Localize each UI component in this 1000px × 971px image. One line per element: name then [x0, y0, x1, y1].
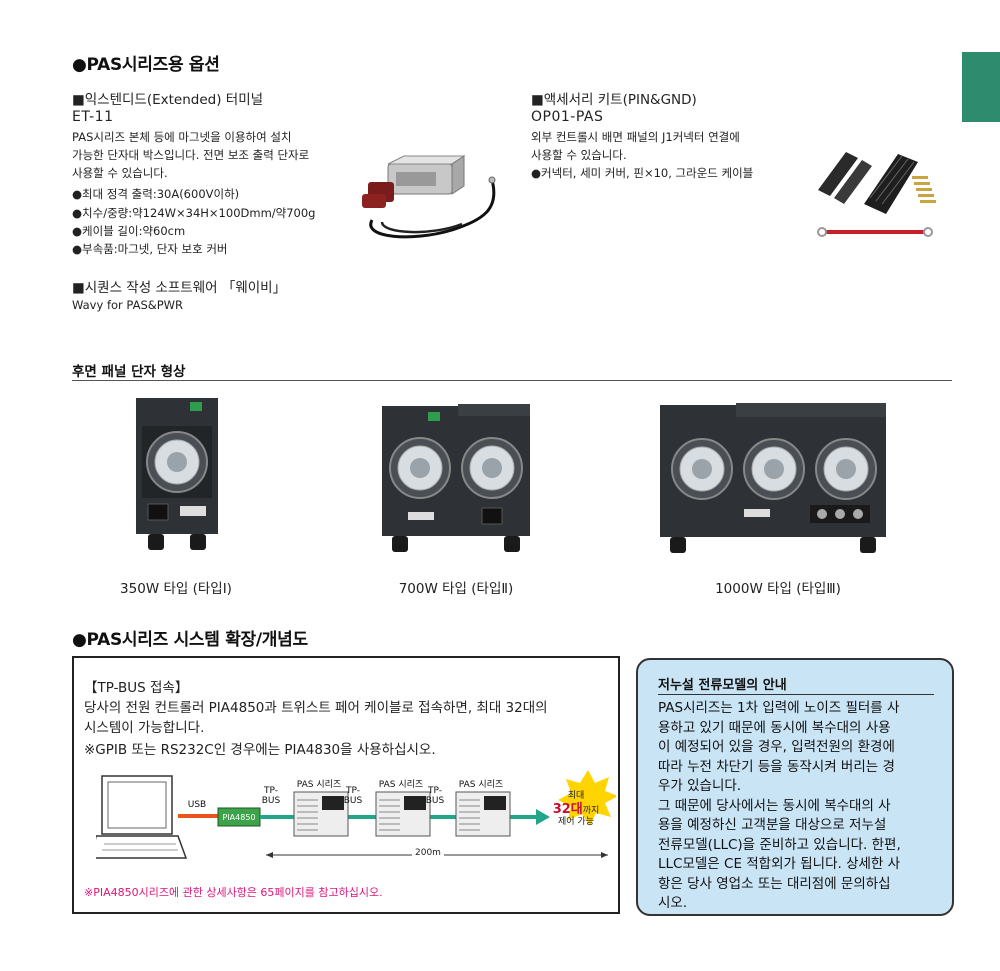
rear-panel-350w-image	[136, 398, 218, 550]
usb-label: USB	[187, 800, 207, 810]
et-bullet: ●케이블 길이:약60cm	[72, 224, 186, 238]
leakage-text: PAS시리즈는 1차 입력에 노이즈 필터를 사 용하고 있기 때문에 동시에 …	[658, 700, 901, 911]
et-desc-2: 가능한 단자대 박스입니다. 전면 보조 출력 단자로	[72, 148, 310, 162]
pia4850-label: PIA4850	[222, 813, 256, 822]
software-heading: ■시퀀스 작성 소프트웨어 「웨이비」	[72, 280, 287, 296]
et11-product-image	[362, 155, 496, 239]
et-bullet: ●최대 정격 출력:30A(600V이하)	[72, 187, 240, 201]
tp-bus-line-2: 시스템이 가능합니다.	[84, 720, 205, 736]
et-bullet: ●부속품:마그넷, 단자 보호 커버	[72, 242, 228, 256]
caption-1000w: 1000W 타입 (타입Ⅲ)	[715, 581, 841, 597]
leakage-current-box: 저누설 전류모델의 안내 PAS시리즈는 1차 입력에 노이즈 필터를 사 용하…	[636, 658, 954, 916]
et-heading: ■익스텐디드(Extended) 터미널	[72, 92, 264, 108]
tp-bus-heading: 【TP-BUS 접속】	[84, 680, 189, 696]
tp-bus-line-1: 당사의 전원 컨트롤러 PIA4850과 트위스트 페어 케이블로 접속하면, …	[84, 700, 548, 716]
et-desc-1: PAS시리즈 본체 등에 마그넷을 이용하여 설치	[72, 130, 292, 144]
rear-panel-700w-image	[382, 404, 530, 552]
leakage-title: 저누설 전류모델의 안내	[658, 678, 787, 693]
tp-bus-label: TP- BUS	[425, 786, 445, 806]
caption-350w: 350W 타입 (타입Ⅰ)	[120, 581, 232, 597]
tp-bus-box: 【TP-BUS 접속】 당사의 전원 컨트롤러 PIA4850과 트위스트 페어…	[72, 656, 620, 914]
rear-divider	[72, 380, 952, 381]
pas-series-label: PAS 시리즈	[458, 780, 504, 790]
pas-series-label: PAS 시리즈	[296, 780, 342, 790]
burst-label: 최대 32대까지 제어 가능	[552, 791, 600, 827]
leakage-title-rule	[658, 694, 934, 695]
rear-title: 후면 패널 단자 형상	[72, 364, 186, 380]
pia-note: ※PIA4850시리즈에 관한 상세사항은 65페이지를 참고하십시오.	[84, 886, 383, 899]
distance-label: 200m	[412, 848, 444, 858]
kit-desc-2: 사용할 수 있습니다.	[531, 148, 627, 162]
kit-heading: ■액세서리 키트(PIN&GND)	[531, 92, 697, 108]
et-desc-3: 사용할 수 있습니다.	[72, 166, 168, 180]
et-model: ET-11	[72, 109, 114, 125]
options-title: ●PAS시리즈용 옵션	[72, 55, 220, 75]
section-tab-marker	[962, 52, 1000, 122]
kit-bullet: ●커넥터, 세미 커버, 핀×10, 그라운드 케이블	[531, 166, 754, 180]
caption-700w: 700W 타입 (타입Ⅱ)	[398, 581, 514, 597]
et-bullet: ●치수/중량:약124W×34H×100Dmm/약700g	[72, 206, 316, 220]
rear-panel-1000w-image	[660, 403, 886, 553]
kit-desc-1: 외부 컨트롤시 배면 패널의 J1커넥터 연결에	[531, 130, 740, 144]
tp-bus-line-3: ※GPIB 또는 RS232C인 경우에는 PIA4830을 사용하십시오.	[84, 742, 436, 758]
tp-bus-label: TP- BUS	[343, 786, 363, 806]
pas-series-label: PAS 시리즈	[378, 780, 424, 790]
system-title: ●PAS시리즈 시스템 확장/개념도	[72, 630, 308, 650]
kit-model: OP01-PAS	[531, 109, 604, 125]
accessory-kit-image	[817, 152, 936, 237]
software-name: Wavy for PAS&PWR	[72, 298, 184, 312]
tp-bus-label: TP- BUS	[261, 786, 281, 806]
